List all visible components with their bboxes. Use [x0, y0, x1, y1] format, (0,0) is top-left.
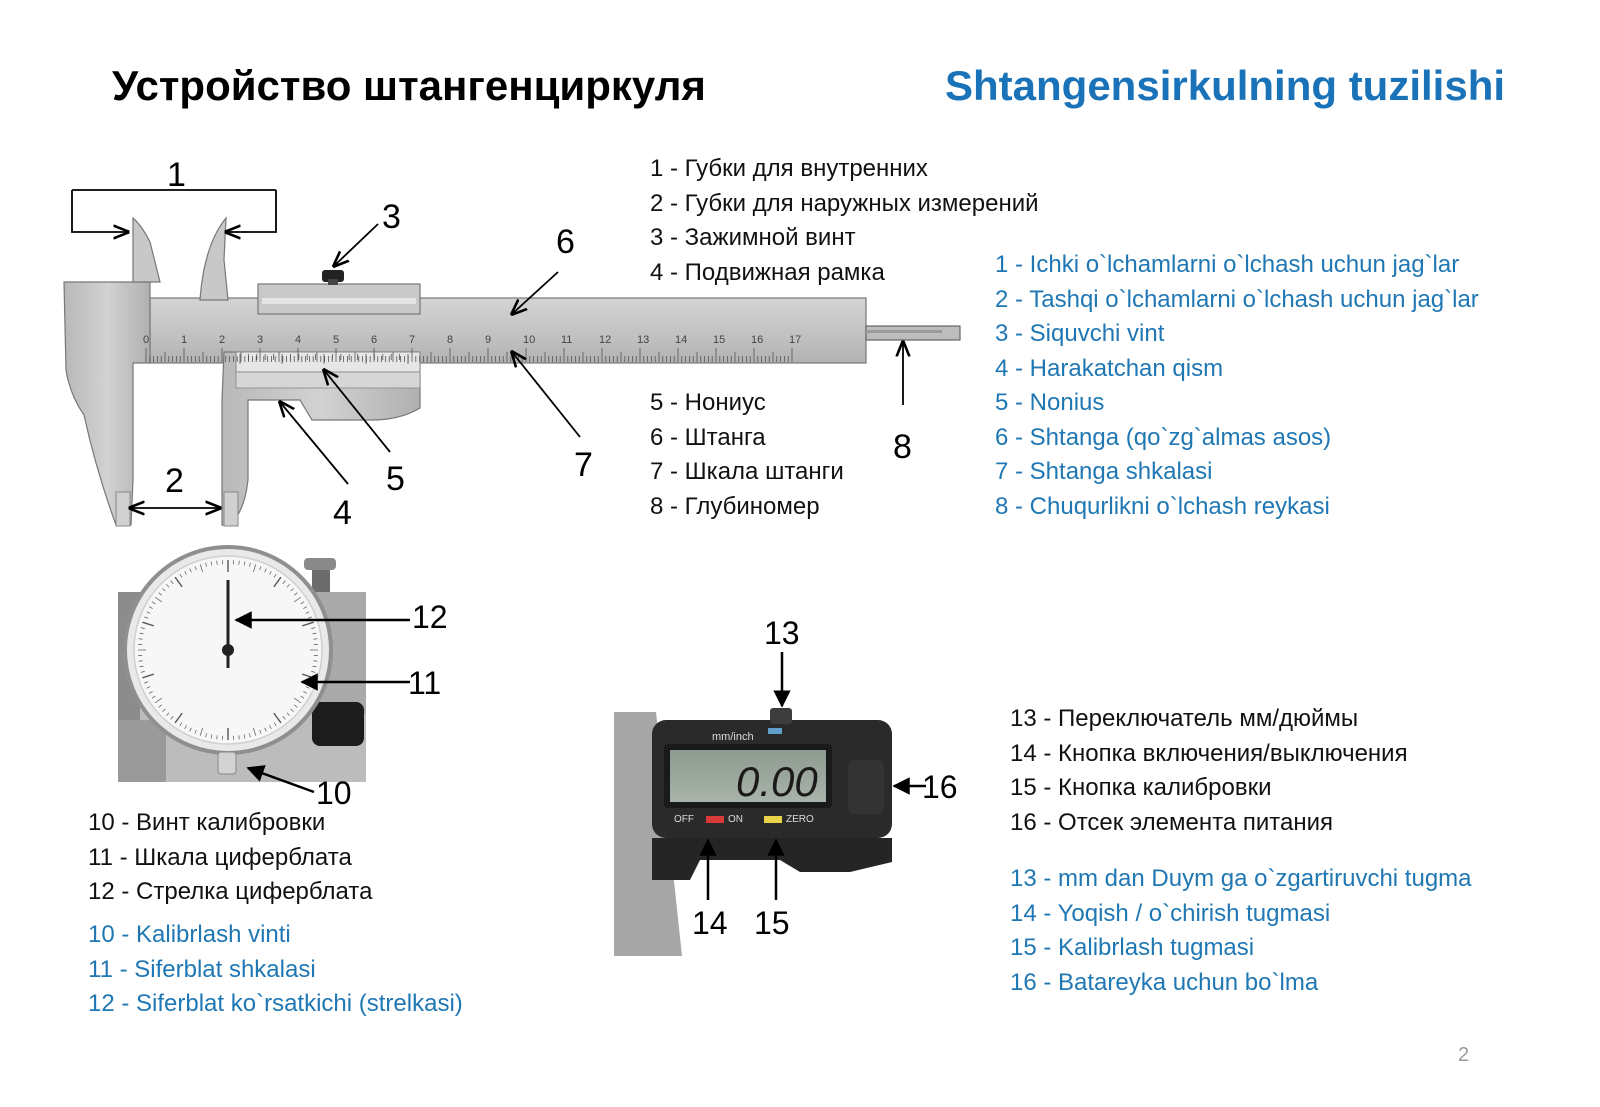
callout-14: 14	[692, 905, 728, 941]
legend-item: 12 - Siferblat ko`rsatkichi (strelkasi)	[88, 990, 463, 1017]
digital-zero-label: ZERO	[786, 814, 814, 825]
digital-display-value: 0.00	[736, 758, 818, 805]
legend-item: 7 - Шкала штанги	[650, 458, 844, 485]
legend-vernier-ru-a: 1 - Губки для внутренних 2 - Губки для н…	[650, 152, 1039, 290]
scale-tick-label: 9	[485, 334, 491, 346]
legend-item: 6 - Shtanga (qo`zg`almas asos)	[995, 423, 1332, 451]
legend-item: 1 - Губки для внутренних	[650, 155, 928, 182]
legend-digital-uz: 13 - mm dan Duym ga o`zgartiruvchi tugma…	[1010, 862, 1472, 1000]
legend-dial-ru: 10 - Винт калибровки 11 - Шкала цифербла…	[88, 806, 372, 910]
scale-tick-label: 3	[257, 334, 263, 346]
legend-vernier-ru-b: 5 - Нониус 6 - Штанга 7 - Шкала штанги 8…	[650, 386, 844, 524]
legend-item: 10 - Kalibrlash vinti	[88, 921, 291, 948]
scale-tick-label: 7	[409, 334, 415, 346]
legend-item: 2 - Tashqi o`lchamlarni o`lchash uchun j…	[995, 285, 1479, 313]
legend-item: 8 - Глубиномер	[650, 492, 820, 520]
scale-tick-label: 8	[447, 334, 453, 346]
vernier-scale	[239, 354, 409, 364]
title-uzbek: Shtangensirkulning tuzilishi	[945, 62, 1506, 109]
legend-item: 2 - Губки для наружных измерений	[650, 189, 1039, 217]
legend-item: 3 - Siquvchi vint	[995, 320, 1165, 347]
scale-tick-label: 12	[599, 334, 611, 346]
legend-item: 15 - Kalibrlash tugmasi	[1010, 934, 1255, 961]
legend-item: 7 - Shtanga shkalasi	[995, 458, 1213, 485]
page-number: 2	[1458, 1044, 1470, 1066]
scale-tick-label: 1	[181, 334, 187, 346]
scale-tick-label: 16	[751, 334, 763, 346]
legend-item: 11 - Шкала циферблата	[88, 843, 352, 871]
scale-tick-label: 6	[371, 334, 377, 346]
legend-item: 1 - Ichki o`lchamlarni o`lchash uchun ja…	[995, 251, 1460, 278]
fixed-inner-jaw	[132, 216, 161, 283]
callout-16: 16	[922, 769, 958, 805]
legend-item: 13 - mm dan Duym ga o`zgartiruvchi tugma	[1010, 865, 1472, 892]
scale-tick-label: 0	[143, 334, 149, 346]
scale-tick-label: 5	[333, 334, 339, 346]
digital-caliper-photo	[614, 708, 892, 956]
callout-10: 10	[316, 775, 352, 811]
legend-item: 12 - Стрелка циферблата	[88, 878, 373, 905]
legend-item: 15 - Кнопка калибровки	[1010, 774, 1272, 801]
callout-13: 13	[764, 615, 800, 651]
callout-8: 8	[893, 428, 912, 466]
legend-item: 11 - Siferblat shkalasi	[88, 955, 316, 983]
fixed-jaw	[63, 281, 151, 526]
legend-item: 16 - Batareyka uchun bo`lma	[1010, 968, 1319, 996]
legend-item: 4 - Подвижная рамка	[650, 258, 885, 286]
scale-tick-label: 4	[295, 334, 301, 346]
callout-1: 1	[167, 156, 186, 194]
callout-2: 2	[165, 462, 184, 500]
legend-item: 8 - Chuqurlikni o`lchash reykasi	[995, 492, 1330, 520]
legend-item: 10 - Винт калибровки	[88, 809, 326, 836]
digital-off-label: OFF	[674, 814, 694, 825]
scale-tick-label: 13	[637, 334, 649, 346]
callout-12: 12	[412, 599, 448, 635]
callout-7: 7	[574, 446, 593, 484]
legend-item: 5 - Nonius	[995, 389, 1105, 416]
legend-item: 16 - Отсек элемента питания	[1010, 808, 1333, 836]
digital-unit-label: mm/inch	[712, 731, 754, 743]
scale-tick-label: 15	[713, 334, 725, 346]
legend-digital-ru: 13 - Переключатель мм/дюймы 14 - Кнопка …	[1010, 702, 1408, 840]
legend-item: 6 - Штанга	[650, 423, 766, 451]
scale-tick-label: 17	[789, 334, 801, 346]
legend-vernier-uz: 1 - Ichki o`lchamlarni o`lchash uchun ja…	[995, 248, 1479, 524]
legend-item: 5 - Нониус	[650, 389, 766, 416]
title-russian: Устройство штангенциркуля	[112, 62, 706, 109]
scale-tick-label: 11	[561, 334, 572, 346]
callout-11: 11	[408, 665, 441, 701]
legend-item: 13 - Переключатель мм/дюймы	[1010, 705, 1359, 732]
legend-item: 14 - Yoqish / o`chirish tugmasi	[1010, 899, 1331, 927]
callout-6: 6	[556, 223, 575, 261]
callout-5: 5	[386, 460, 405, 498]
digital-on-label: ON	[728, 814, 743, 825]
legend-item: 3 - Зажимной винт	[650, 224, 856, 251]
legend-item: 14 - Кнопка включения/выключения	[1010, 739, 1408, 767]
clamp-screw-icon	[322, 270, 344, 285]
callout-15: 15	[754, 905, 790, 941]
scale-tick-label: 10	[523, 334, 535, 346]
legend-dial-uz: 10 - Kalibrlash vinti 11 - Siferblat shk…	[88, 918, 463, 1022]
callout-3: 3	[382, 198, 401, 236]
dial-caliper-photo	[118, 545, 366, 782]
legend-item: 4 - Harakatchan qism	[995, 354, 1224, 382]
movable-inner-jaw	[199, 216, 229, 301]
scale-tick-label: 2	[219, 334, 225, 346]
scale-tick-label: 14	[675, 334, 687, 346]
callout-4: 4	[333, 494, 352, 532]
